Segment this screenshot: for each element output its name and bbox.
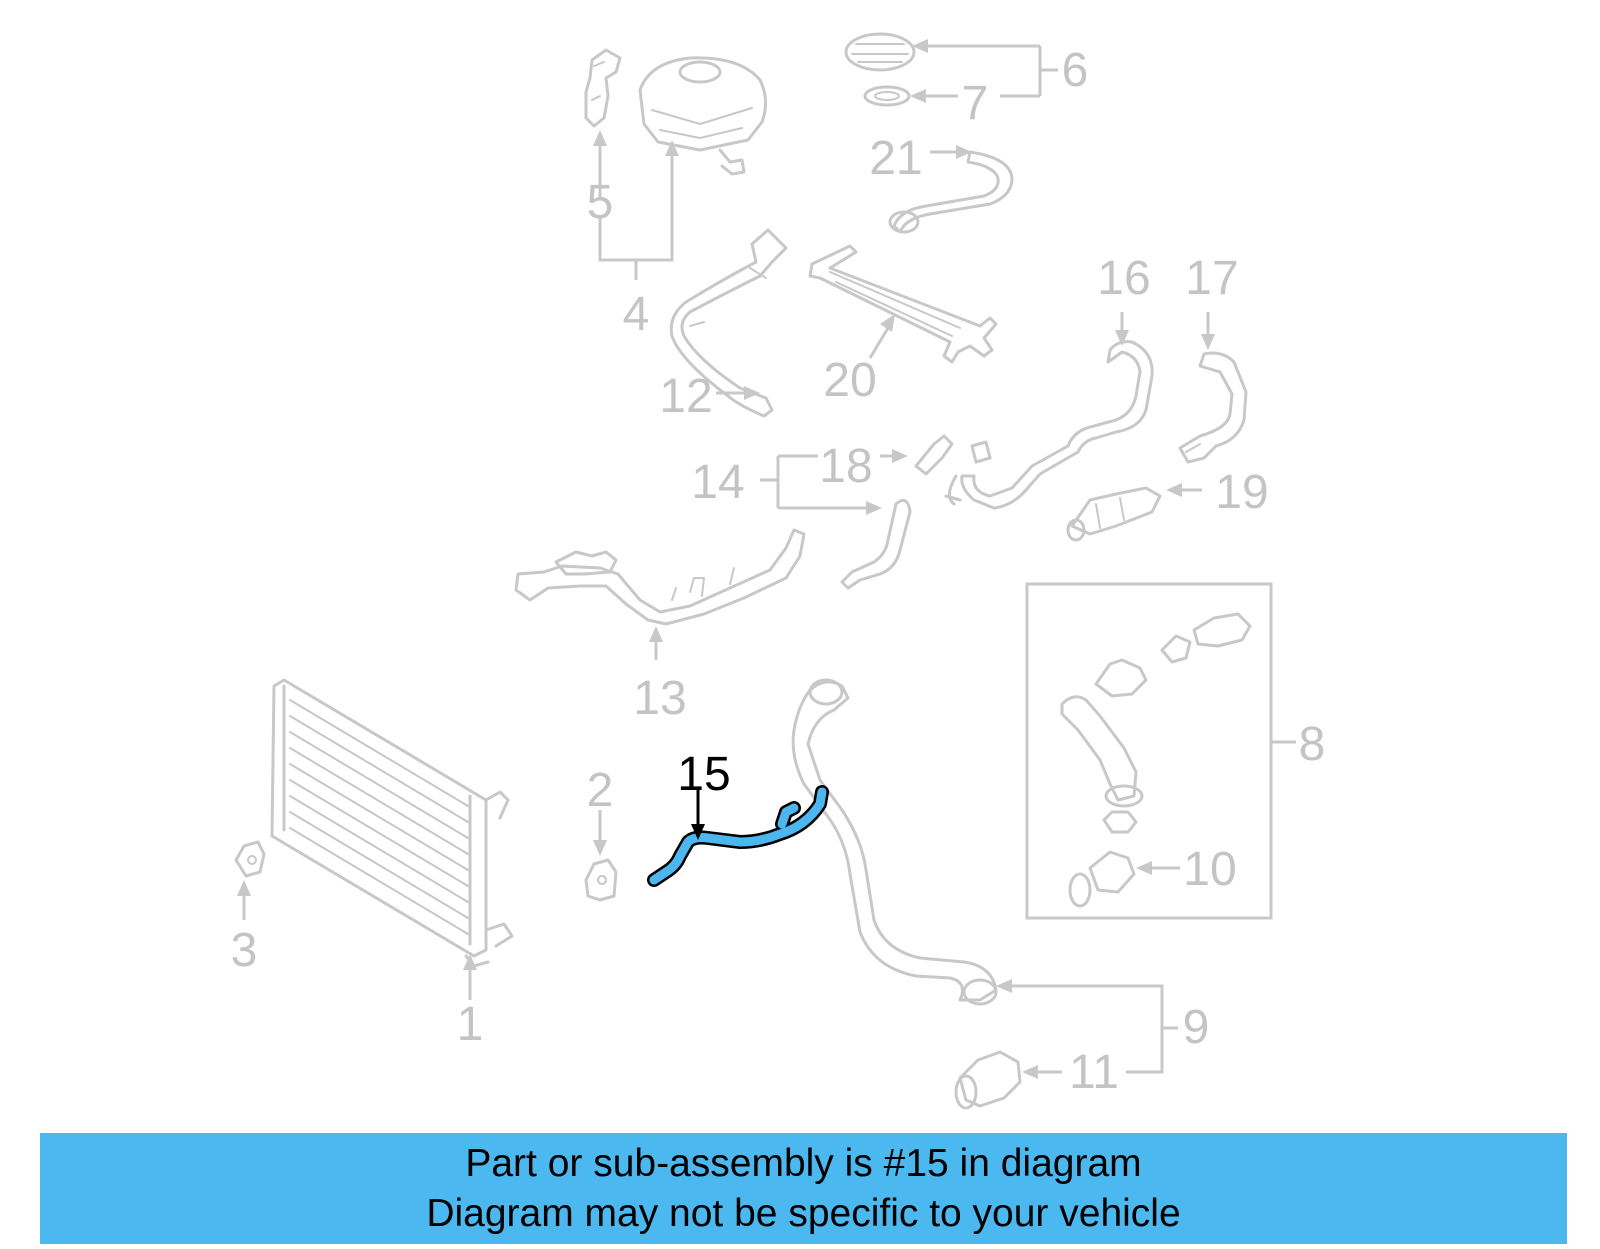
callout-8: 8 xyxy=(1299,718,1326,771)
callout-19: 19 xyxy=(1215,466,1268,519)
callout-17: 17 xyxy=(1185,252,1238,305)
arrow-2 xyxy=(593,840,607,856)
part-19-fitting xyxy=(1066,486,1162,542)
arrow-13 xyxy=(649,626,663,642)
part-14-hose xyxy=(840,498,912,590)
callout-18: 18 xyxy=(819,440,872,493)
banner-line-2: Diagram may not be specific to your vehi… xyxy=(426,1191,1181,1235)
callout-13: 13 xyxy=(633,672,686,725)
part-3-bracket xyxy=(234,840,266,878)
part-18-connector xyxy=(914,434,954,476)
arrow-7 xyxy=(910,89,926,103)
arrow-16 xyxy=(1115,330,1129,346)
arrow-11 xyxy=(1022,1065,1038,1079)
part-8-assembly xyxy=(1060,612,1252,908)
part-9-hose xyxy=(791,678,998,1006)
part-13-pipe xyxy=(514,528,806,626)
info-banner: Part or sub-assembly is #15 in diagram D… xyxy=(40,1133,1567,1244)
callout-16: 16 xyxy=(1097,252,1150,305)
part-11-fitting xyxy=(954,1050,1022,1110)
callout-11: 11 xyxy=(1069,1046,1119,1099)
callout-15: 15 xyxy=(677,748,730,801)
callout-20: 20 xyxy=(823,354,876,407)
part-12-hose xyxy=(669,228,788,418)
arrow-12 xyxy=(744,386,760,400)
arrow-20 xyxy=(880,314,895,332)
arrow-21 xyxy=(956,145,972,159)
part-2-bracket xyxy=(584,858,618,902)
arrow-9 xyxy=(996,979,1012,993)
arrow-3 xyxy=(237,880,251,896)
part-1-radiator xyxy=(270,678,514,968)
leader-9 xyxy=(1012,984,1178,1074)
part-15-hose-highlighted[interactable] xyxy=(647,785,829,887)
callout-5: 5 xyxy=(587,176,614,229)
arrow-1 xyxy=(463,954,477,970)
part-21-hose xyxy=(888,150,1014,234)
callout-9: 9 xyxy=(1183,1001,1210,1054)
arrow-18 xyxy=(892,449,908,463)
callout-14: 14 xyxy=(691,456,744,509)
part-7-seal xyxy=(863,85,911,107)
part-16-hose xyxy=(944,340,1154,510)
arrow-4a xyxy=(665,140,679,156)
callout-3: 3 xyxy=(231,924,258,977)
arrow-19 xyxy=(1166,483,1182,497)
callout-21: 21 xyxy=(869,132,922,185)
callout-6: 6 xyxy=(1062,44,1089,97)
banner-line-1: Part or sub-assembly is #15 in diagram xyxy=(465,1141,1142,1185)
arrow-6 xyxy=(912,39,928,53)
callout-12: 12 xyxy=(659,370,712,423)
callout-4: 4 xyxy=(623,288,650,341)
callout-1: 1 xyxy=(457,998,484,1051)
callout-10: 10 xyxy=(1183,843,1236,896)
part-17-hose xyxy=(1178,351,1248,464)
leader-14 xyxy=(760,454,866,510)
callout-7: 7 xyxy=(962,77,989,130)
callout-2: 2 xyxy=(587,764,614,817)
arrow-5 xyxy=(593,130,607,146)
arrow-14 xyxy=(866,501,882,515)
arrow-17 xyxy=(1201,334,1215,350)
leader-6-7 xyxy=(928,44,1058,98)
part-5-bracket xyxy=(584,48,622,128)
part-6-cap xyxy=(844,32,916,72)
arrow-15 xyxy=(691,824,705,840)
leader-20 xyxy=(868,327,890,359)
part-4-expansion-tank xyxy=(638,56,767,176)
part-8-box xyxy=(1025,582,1273,920)
arrow-10 xyxy=(1136,861,1152,875)
part-20-pipe xyxy=(808,244,998,364)
